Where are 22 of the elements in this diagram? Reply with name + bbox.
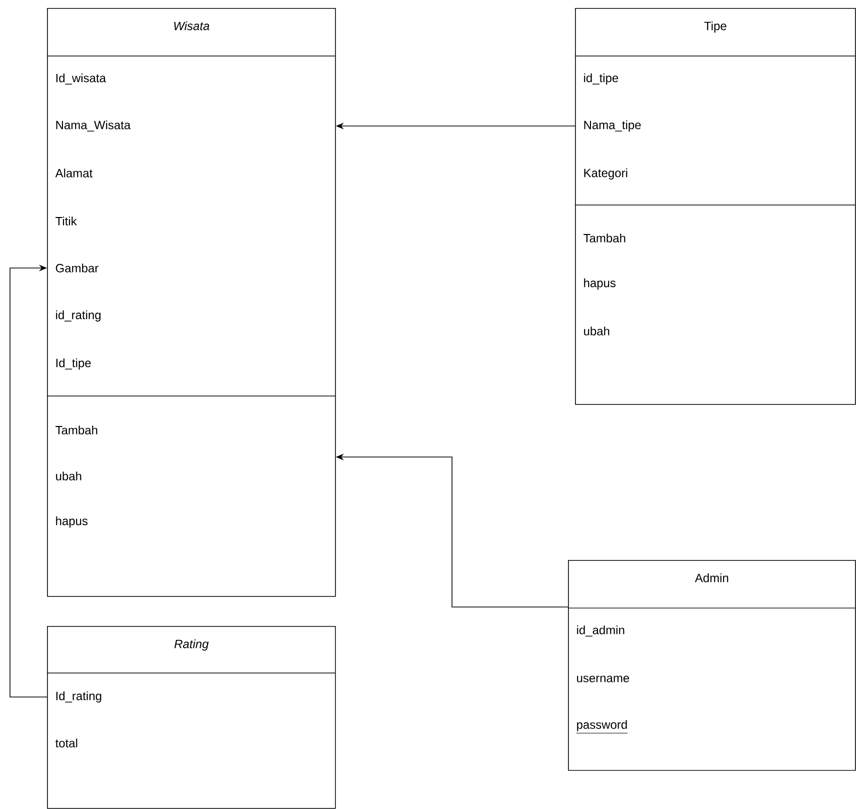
method-text: hapus bbox=[56, 516, 88, 528]
method-text: ubah bbox=[584, 326, 610, 336]
attribute-text: Nama_tipe bbox=[584, 120, 641, 132]
attribute-text: Alamat bbox=[55, 168, 93, 178]
method-text: hapus bbox=[584, 278, 616, 290]
arrow bbox=[10, 264, 48, 698]
method-text: Tambah bbox=[56, 426, 98, 434]
attribute-text: Nama_Wisata bbox=[56, 120, 131, 132]
attribute-text: Id_tipe bbox=[56, 358, 91, 370]
attribute-text: total bbox=[55, 738, 78, 748]
attribute-text: Kategori bbox=[584, 168, 628, 180]
attribute-text: Id_rating bbox=[56, 691, 102, 703]
method-text: Tambah bbox=[584, 234, 626, 242]
attribute-text: Titik bbox=[56, 216, 77, 226]
attribute-text: id_rating bbox=[56, 310, 101, 322]
method-text: ubah bbox=[56, 472, 82, 480]
attribute-text: Id_wisata bbox=[56, 73, 106, 85]
attribute-text: Gambar bbox=[56, 264, 98, 272]
attribute-text: password bbox=[576, 720, 628, 734]
attribute-text: id_admin bbox=[577, 625, 624, 637]
attribute-text: username bbox=[577, 676, 630, 682]
attribute-text: id_tipe bbox=[584, 73, 618, 85]
